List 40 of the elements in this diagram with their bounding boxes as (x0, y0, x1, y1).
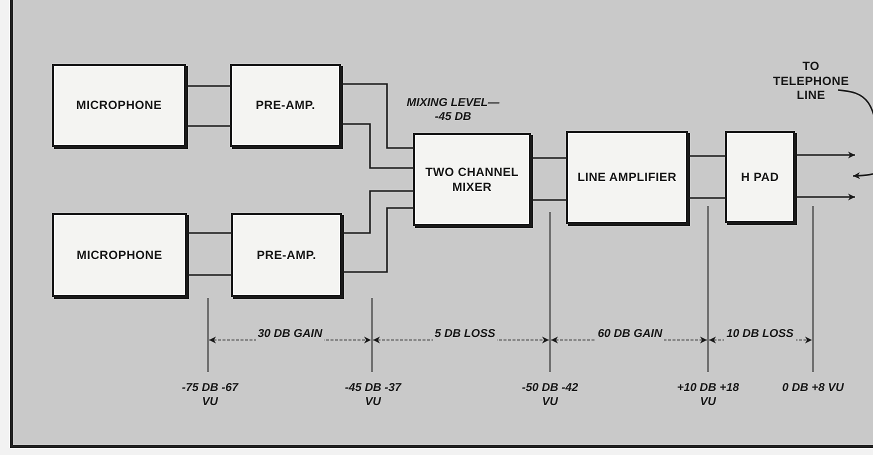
block-label: TWO CHANNEL MIXER (424, 165, 520, 194)
level-reading: -50 DB -42 VU (520, 382, 580, 410)
wire (342, 207, 413, 273)
level-note: MIXING LEVEL— -45 DB (406, 97, 500, 125)
level-reading: 0 DB +8 VU (781, 382, 845, 396)
block-label: TO TELEPHONE LINE (772, 59, 850, 103)
wire (531, 157, 566, 159)
wire (531, 199, 566, 201)
output-arrow (795, 194, 855, 200)
wire (341, 83, 413, 149)
level-reading: -75 DB -67 VU (180, 382, 240, 410)
level-reading: -45 DB -37 VU (344, 382, 402, 410)
dimension-label: 10 DB LOSS (724, 328, 796, 342)
level-reading: +10 DB +18 VU (676, 382, 740, 410)
block-label: MICROPHONE (76, 98, 162, 113)
block-label: LINE AMPLIFIER (577, 170, 677, 185)
leader-line (838, 89, 873, 180)
block (413, 133, 531, 226)
wire (186, 125, 230, 127)
block (52, 213, 187, 297)
block-label: PRE-AMP. (256, 98, 316, 113)
wire (187, 274, 231, 276)
dimension-label: 30 DB GAIN (256, 328, 324, 342)
wire (688, 197, 725, 199)
wire (341, 123, 413, 169)
wire (688, 155, 725, 157)
dimension-label: 60 DB GAIN (596, 328, 664, 342)
block (52, 64, 186, 147)
wire (187, 232, 231, 234)
block-label: MICROPHONE (76, 248, 162, 262)
block-label: H PAD (741, 170, 779, 184)
block (231, 213, 342, 297)
dimension-label: 5 DB LOSS (432, 328, 498, 342)
block (566, 131, 688, 224)
block-label: PRE-AMP. (256, 248, 316, 262)
wire (342, 190, 413, 234)
block (230, 64, 341, 147)
output-arrow (795, 152, 855, 158)
block (725, 131, 795, 223)
wire (186, 85, 230, 87)
